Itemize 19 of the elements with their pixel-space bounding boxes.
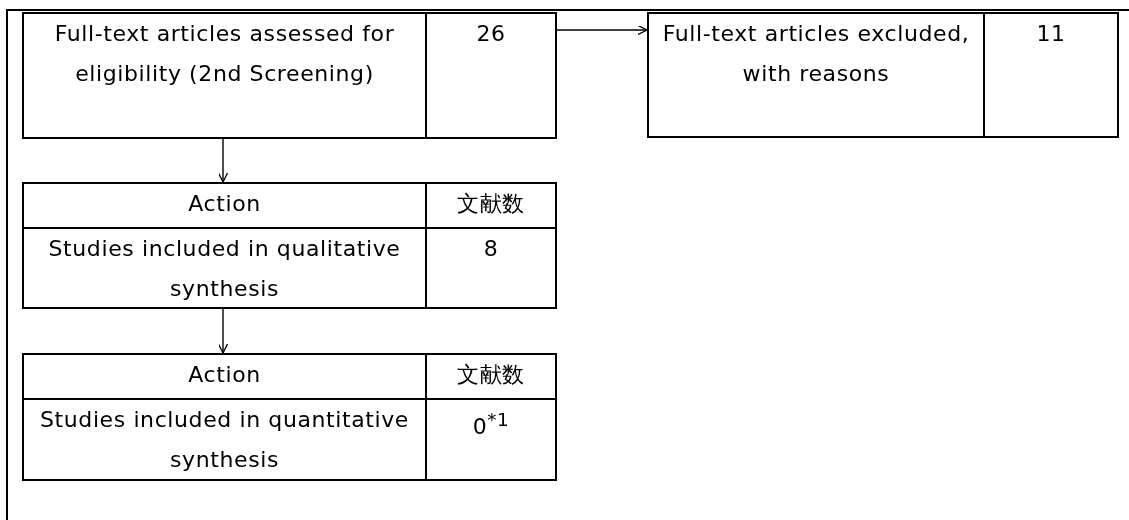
table-cell: 26 (425, 14, 555, 137)
arrow (556, 24, 648, 36)
arrow (217, 138, 229, 183)
table-cell: Studies included in qualitative synthesis (24, 227, 425, 307)
table-cell-text: Action (187, 361, 262, 389)
table-cell: 文献数 (425, 184, 555, 227)
table-cell: 文献数 (425, 355, 555, 398)
table-cell: 0$^{*1}$ (425, 398, 555, 479)
table-box (22, 353, 557, 481)
table-box (22, 182, 557, 309)
table-cell-text: Full-text articles assessed for eligibility (2nd Screening) (53, 20, 396, 88)
table-cell: Studies included in quantitative synthesis (24, 398, 425, 479)
table-cell: 8 (425, 227, 555, 307)
table-box (22, 12, 557, 139)
table-cell: 11 (983, 14, 1117, 136)
table-box (647, 12, 1119, 138)
table-cell-text: Full-text articles excluded, with reasons (661, 20, 971, 88)
table-cell-text: Action (187, 190, 262, 218)
arrow (217, 308, 229, 354)
